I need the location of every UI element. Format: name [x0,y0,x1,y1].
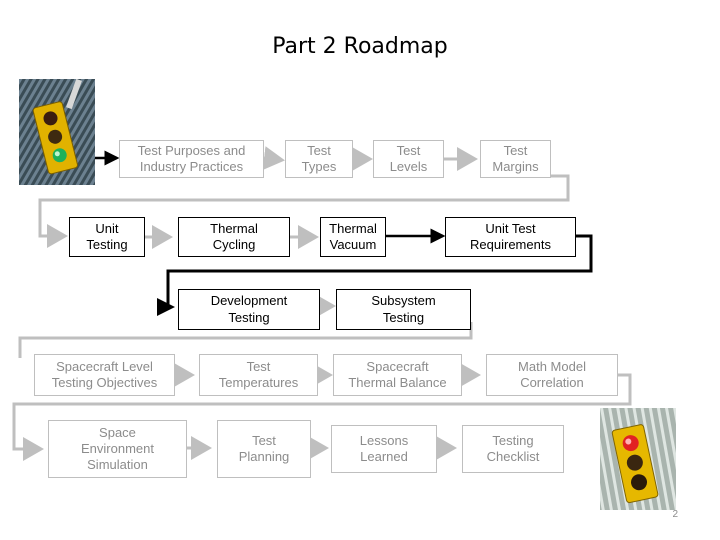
traffic-light-red-icon [600,408,676,510]
box-thermal-vacuum[interactable]: Thermal Vacuum [320,217,386,257]
arrow-correlation-to-simulation [12,373,632,461]
box-test-types[interactable]: Test Types [285,140,353,178]
page-number: 2 [672,509,678,520]
arrow-requirements-to-development [157,234,593,316]
box-test-temperatures[interactable]: Test Temperatures [199,354,318,396]
arrow-margins-to-unit [38,174,570,248]
traffic-light-green-icon [19,79,95,185]
arrow-subsystem-to-objectives [18,322,473,358]
box-spacecraft-level-objectives[interactable]: Spacecraft Level Testing Objectives [34,354,175,396]
box-unit-test-requirements[interactable]: Unit Test Requirements [445,217,576,257]
box-subsystem-testing[interactable]: Subsystem Testing [336,289,471,330]
arrow-purposes-to-types [262,146,285,170]
box-spacecraft-thermal-balance[interactable]: Spacecraft Thermal Balance [333,354,462,396]
box-unit-testing[interactable]: Unit Testing [69,217,145,257]
box-testing-checklist[interactable]: Testing Checklist [462,425,564,473]
box-thermal-cycling[interactable]: Thermal Cycling [178,217,290,257]
box-test-purposes[interactable]: Test Purposes and Industry Practices [119,140,264,178]
box-space-environment-simulation[interactable]: Space Environment Simulation [48,420,187,478]
box-test-planning[interactable]: Test Planning [217,420,311,478]
box-development-testing[interactable]: Development Testing [178,289,320,330]
page-title: Part 2 Roadmap [272,34,448,59]
box-math-model-correlation[interactable]: Math Model Correlation [486,354,618,396]
box-test-levels[interactable]: Test Levels [373,140,444,178]
box-test-margins[interactable]: Test Margins [480,140,551,178]
box-lessons-learned[interactable]: Lessons Learned [331,425,437,473]
